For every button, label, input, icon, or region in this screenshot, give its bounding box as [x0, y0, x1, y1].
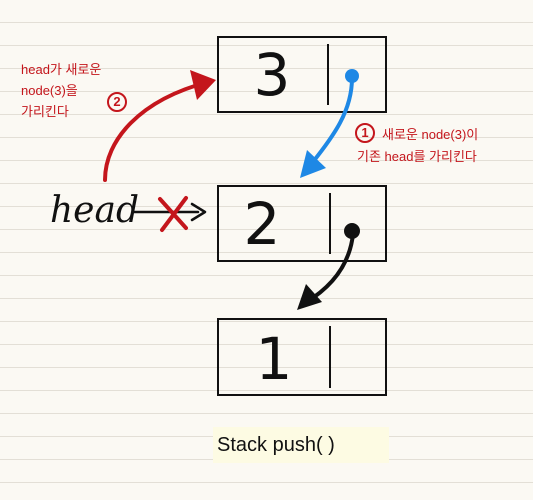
head-label: head	[50, 190, 139, 231]
black-arrowhead	[297, 284, 322, 310]
node-box-3	[217, 36, 387, 113]
step1-badge: 1	[355, 123, 375, 143]
node-box-1	[217, 318, 387, 396]
node-divider	[327, 44, 329, 105]
blue-arrowhead	[300, 150, 326, 178]
step2-line3: 가리킨다	[21, 104, 69, 119]
node-value-3: 3	[253, 41, 291, 109]
node-divider	[329, 326, 331, 388]
blue-pointer-arrow	[306, 76, 354, 170]
step2-line2: node(3)을	[21, 83, 78, 98]
step1-line2: 기존 head를 가리킨다	[357, 149, 477, 164]
cross-mark	[158, 196, 188, 232]
pointer-dot-node2	[344, 223, 360, 239]
diagram-caption: Stack push( )	[213, 427, 389, 463]
step2-badge: 2	[107, 92, 127, 112]
node-divider	[329, 193, 331, 254]
node-value-2: 2	[243, 190, 281, 258]
step2-line1: head가 새로운	[21, 62, 102, 77]
red-head-arrow	[103, 80, 210, 182]
red-arrowhead	[190, 70, 216, 100]
head-old-arrowhead	[190, 202, 207, 222]
node-box-2	[217, 185, 387, 262]
step1-line1: 새로운 node(3)이	[382, 127, 479, 142]
node-value-1: 1	[255, 325, 293, 393]
